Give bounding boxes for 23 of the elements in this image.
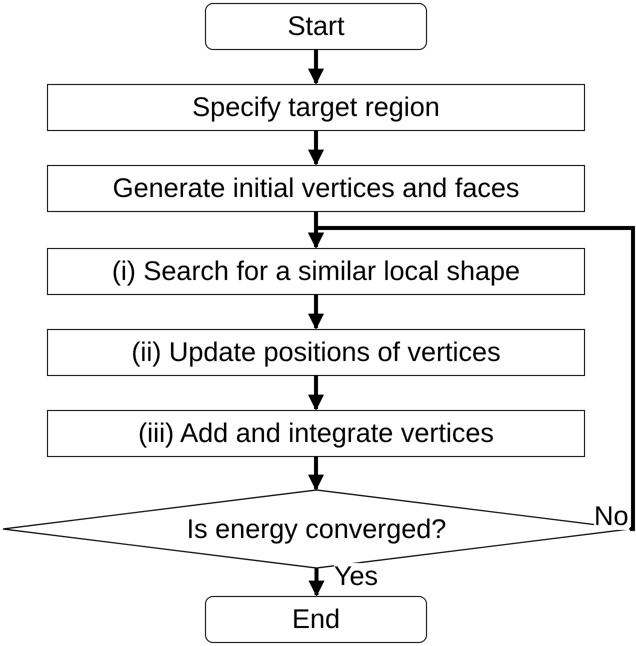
arrow xyxy=(308,457,324,491)
arrow xyxy=(308,568,324,597)
arrow xyxy=(308,376,324,411)
process-box xyxy=(47,329,585,376)
process-box xyxy=(47,410,585,457)
node-label: Is energy converged? xyxy=(186,516,446,542)
edge-label: No xyxy=(594,503,629,530)
node-label: Generate initial vertices and faces xyxy=(112,175,520,202)
arrow xyxy=(308,131,324,166)
process-box xyxy=(47,248,585,295)
process-box xyxy=(47,84,585,131)
arrow xyxy=(308,226,635,531)
terminal-box xyxy=(205,3,427,50)
node-label: Specify target region xyxy=(192,94,440,121)
node-label: (i) Search for a similar local shape xyxy=(112,258,520,285)
arrow xyxy=(308,50,324,85)
node-label: Start xyxy=(287,13,345,40)
node-label: (iii) Add and integrate vertices xyxy=(138,420,494,447)
node-label: End xyxy=(292,606,340,633)
process-box xyxy=(47,165,585,212)
node-label: (ii) Update positions of vertices xyxy=(131,339,501,366)
arrow xyxy=(308,295,324,330)
terminal-box xyxy=(205,596,427,643)
